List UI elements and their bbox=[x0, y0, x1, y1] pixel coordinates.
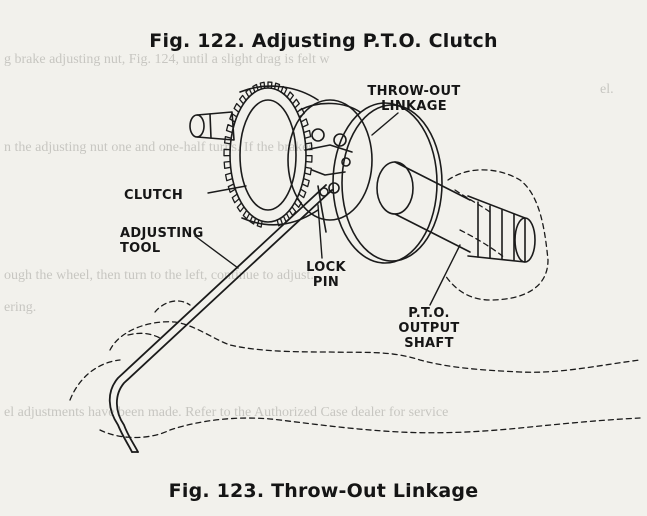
bleed-through-line: el. bbox=[600, 82, 614, 97]
bleed-through-line: ering. bbox=[4, 300, 37, 315]
pto-output-shaft-label: P.T.O. OUTPUT SHAFT bbox=[384, 306, 474, 351]
figure-caption-122: Fig. 122. Adjusting P.T.O. Clutch bbox=[149, 30, 498, 52]
label-line: OUTPUT bbox=[398, 321, 460, 336]
bleed-through-line: el adjustments have been made. Refer to … bbox=[4, 405, 449, 420]
leader-lines bbox=[194, 112, 461, 306]
figure-caption-123: Fig. 123. Throw-Out Linkage bbox=[168, 480, 479, 502]
clutch-gear-body bbox=[223, 81, 319, 228]
clutch-housing bbox=[287, 99, 373, 221]
adjusting-tool bbox=[108, 184, 333, 453]
label-line: TOOL bbox=[120, 241, 161, 256]
label-line: PIN bbox=[312, 275, 340, 290]
lock-pin-label: LOCK PIN bbox=[296, 260, 356, 290]
dashed-hands-outline bbox=[69, 300, 641, 439]
label-line: LINKAGE bbox=[381, 99, 447, 114]
clutch-label: CLUTCH bbox=[124, 188, 208, 203]
label-line: ADJUSTING bbox=[120, 226, 204, 241]
label-line: SHAFT bbox=[404, 336, 454, 351]
bleed-through-line: g brake adjusting nut, Fig. 124, until a… bbox=[4, 52, 330, 67]
lock-pin bbox=[317, 185, 329, 233]
label-line: P.T.O. bbox=[408, 306, 450, 321]
label-line: THROW-OUT bbox=[367, 84, 461, 99]
throw-out-linkage-label: THROW-OUT LINKAGE bbox=[360, 84, 468, 114]
label-line: LOCK bbox=[306, 260, 346, 275]
dashed-hand-outline bbox=[444, 169, 549, 301]
label-line: CLUTCH bbox=[124, 188, 184, 203]
bleed-through-line: n the adjusting nut one and one-half tur… bbox=[4, 140, 314, 155]
adjusting-tool-label: ADJUSTING TOOL bbox=[120, 226, 220, 256]
output-shaft bbox=[394, 161, 536, 263]
throw-out-plate bbox=[332, 102, 443, 264]
